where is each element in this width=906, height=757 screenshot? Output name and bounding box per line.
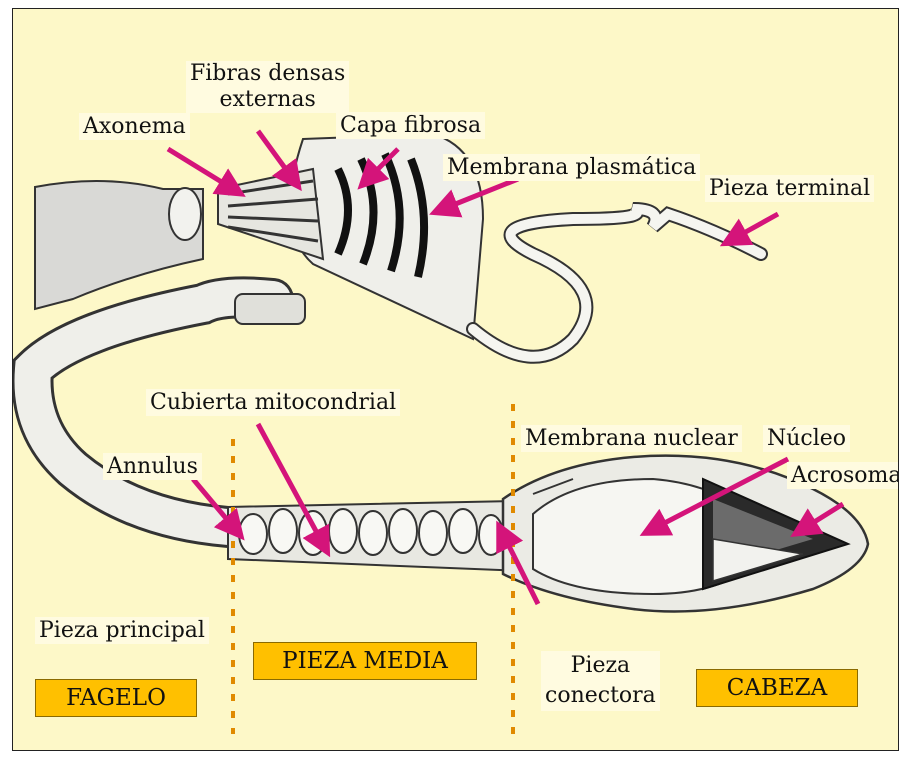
pointer-pieza-terminal (733, 214, 778, 239)
principal-piece-cut (235, 294, 305, 324)
label-pieza-conectora-line1: Pieza (545, 651, 656, 681)
label-axonema: Axonema (79, 113, 190, 140)
label-membrana-nuclear: Membrana nuclear (521, 425, 742, 452)
flagellum-cut-end (169, 188, 201, 240)
label-cubierta-mitocondrial: Cubierta mitocondrial (146, 389, 400, 416)
label-nucleo: Núcleo (763, 425, 850, 452)
label-pieza-terminal: Pieza terminal (705, 175, 874, 202)
label-membrana-plasmatica: Membrana plasmática (443, 154, 700, 181)
tail-loop (473, 209, 761, 357)
label-fibras-densas: Fibras densas externas (186, 61, 349, 113)
label-pieza-conectora: Pieza conectora (541, 651, 660, 711)
region-cabeza: CABEZA (696, 669, 858, 707)
region-pieza-media: PIEZA MEDIA (253, 642, 477, 680)
label-pieza-conectora-line2: conectora (545, 681, 656, 711)
pointer-axonema (168, 149, 233, 189)
label-capa-fibrosa: Capa fibrosa (336, 112, 485, 139)
diagram-frame: Fibras densas externas Axonema Capa fibr… (12, 8, 899, 751)
label-pieza-principal: Pieza principal (35, 617, 209, 644)
mitochondrial-coils (239, 509, 503, 555)
label-annulus: Annulus (103, 453, 202, 480)
label-fibras-densas-line1: Fibras densas (190, 61, 345, 87)
label-acrosoma: Acrosoma (787, 462, 899, 489)
label-fibras-densas-line2: externas (190, 87, 345, 113)
region-fagelo: FAGELO (35, 679, 197, 717)
pointer-fibras-densas (258, 131, 293, 179)
